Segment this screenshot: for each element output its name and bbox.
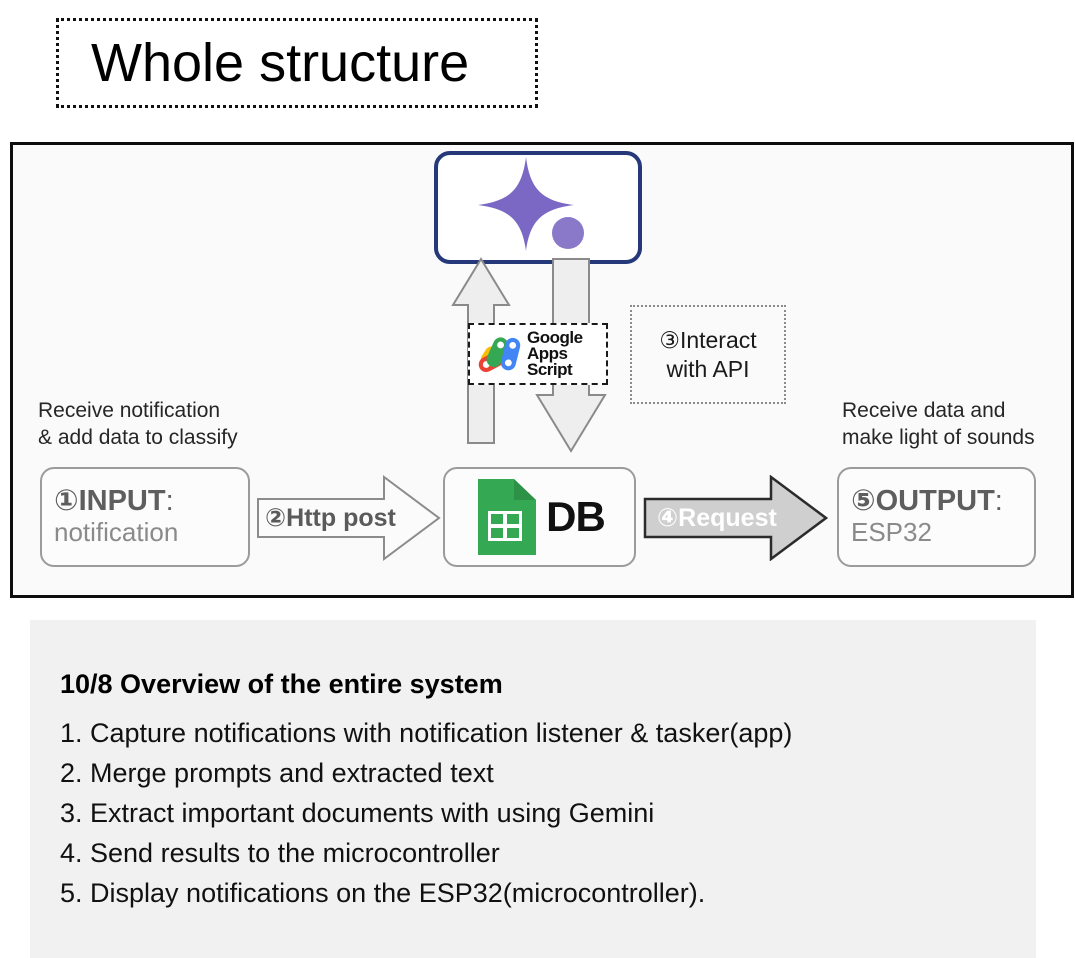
arrow-request: ④Request: [643, 475, 828, 561]
node-output-title: ⑤OUTPUT:: [851, 486, 1034, 516]
node-input-label: INPUT: [78, 484, 166, 517]
node-input-title: ①INPUT:: [54, 486, 248, 516]
gemini-card: [434, 151, 642, 264]
node-db-label: DB: [546, 493, 606, 540]
gemini-sparkle-icon: [478, 157, 584, 251]
caption-input: Receive notification & add data to class…: [38, 399, 238, 449]
page-title: Whole structure: [91, 33, 470, 93]
list-item: 4. Send results to the microcontroller: [60, 838, 500, 869]
arrow-http-post: ②Http post: [256, 475, 441, 561]
node-input-colon: :: [165, 484, 174, 517]
node-input-subtitle: notification: [54, 517, 179, 548]
list-item: 5. Display notifications on the ESP32(mi…: [60, 878, 706, 909]
list-item: 1. Capture notifications with notificati…: [60, 718, 793, 749]
google-apps-script-icon: [472, 328, 524, 380]
page-title-box: Whole structure: [56, 18, 538, 108]
node-output-label: OUTPUT: [875, 484, 995, 517]
google-apps-script-badge: Google Apps Script: [468, 323, 608, 385]
summary-list: 1. Capture notifications with notificati…: [60, 714, 1036, 914]
list-item: 3. Extract important documents with usin…: [60, 798, 655, 829]
interact-with-api-note: ③Interact with API: [630, 305, 786, 404]
node-input-number: ①: [54, 484, 79, 517]
node-output-colon: :: [994, 484, 1003, 517]
node-output[interactable]: ⑤OUTPUT: ESP32: [837, 467, 1036, 567]
gas-line-1: Google: [527, 329, 583, 347]
node-output-subtitle: ESP32: [851, 517, 932, 548]
architecture-diagram: Google Apps Script ③Interact with API Re…: [10, 142, 1074, 598]
node-db[interactable]: DB: [443, 467, 636, 567]
summary-panel: 10/8 Overview of the entire system 1. Ca…: [30, 620, 1036, 958]
gas-line-2: Apps: [527, 343, 568, 363]
google-sheets-icon: [474, 479, 537, 555]
google-apps-script-wordmark: Google Apps Script: [527, 330, 583, 378]
node-input[interactable]: ①INPUT: notification: [40, 467, 250, 567]
node-output-number: ⑤: [851, 484, 876, 517]
api-note-line-1: ③Interact: [659, 327, 757, 354]
summary-title: 10/8 Overview of the entire system: [60, 669, 503, 699]
gas-line-3: Script: [527, 360, 573, 379]
api-note-line-2: with API: [666, 355, 750, 382]
list-item: 2. Merge prompts and extracted text: [60, 758, 494, 789]
caption-output: Receive data and make light of sounds: [842, 399, 1035, 449]
